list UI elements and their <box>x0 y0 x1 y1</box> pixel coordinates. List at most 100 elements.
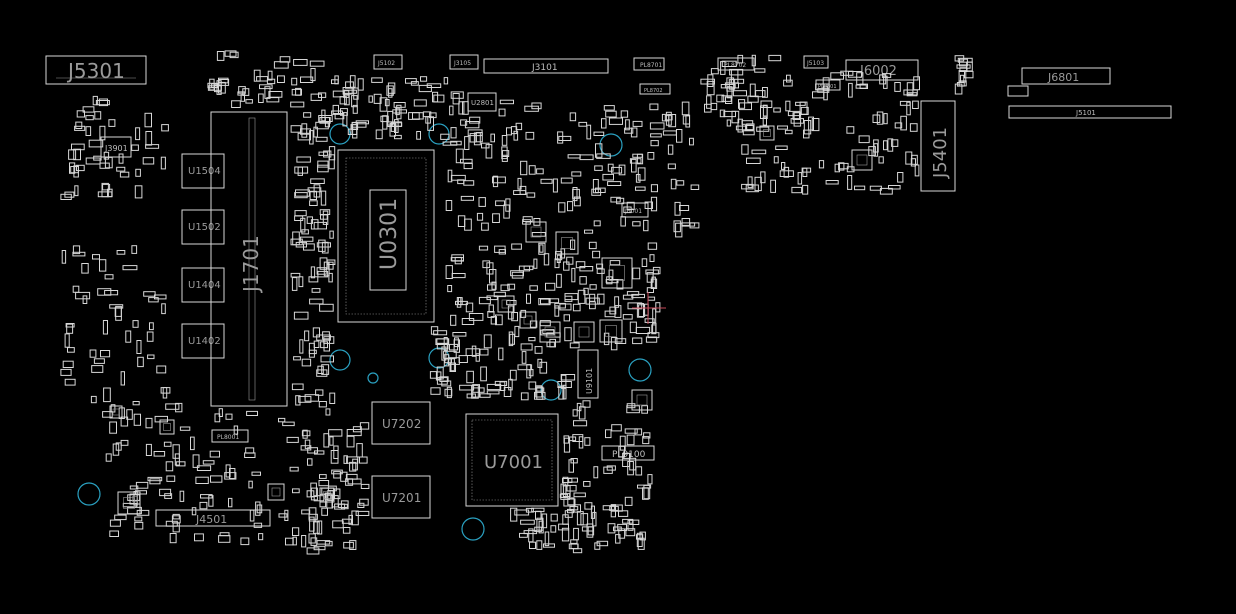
smd-component <box>294 215 304 221</box>
smd-component <box>485 144 493 159</box>
smd-component <box>349 75 356 88</box>
smd-component <box>846 166 855 173</box>
smd-component <box>558 202 566 213</box>
ic-package <box>601 257 633 289</box>
smd-component <box>505 198 511 212</box>
smd-component <box>148 297 159 303</box>
smd-component <box>308 276 319 283</box>
connector-j1701[interactable]: J1701 <box>210 111 288 407</box>
connector-j3101[interactable]: J3101 <box>483 58 609 74</box>
connector-j6001[interactable]: J6001 <box>621 202 649 218</box>
memory-chip-u1502[interactable]: U1502 <box>181 209 225 245</box>
smd-component <box>267 70 273 81</box>
connector-j4501[interactable]: J4501 <box>155 509 271 527</box>
smd-component <box>507 283 516 290</box>
smd-component <box>795 101 806 106</box>
smd-component <box>248 480 253 489</box>
connector-j6002[interactable]: J6002 <box>845 59 919 81</box>
smd-component <box>624 428 638 434</box>
inductor-pl8702b[interactable]: PL8702 <box>639 83 671 95</box>
smd-component <box>524 105 539 112</box>
connector-j3105[interactable]: J3105 <box>449 54 479 70</box>
smd-component <box>618 445 625 458</box>
smd-component <box>427 116 434 131</box>
smd-component <box>359 456 368 464</box>
smd-component <box>95 100 110 106</box>
smd-component <box>909 123 918 132</box>
smd-component <box>478 296 491 305</box>
smd-component <box>802 184 809 195</box>
smd-component <box>244 452 256 458</box>
mounting-hole <box>77 482 101 506</box>
cpu-u0301[interactable]: U0301 <box>337 149 435 323</box>
smd-component <box>797 172 803 185</box>
smd-component <box>133 413 141 426</box>
smd-component <box>528 337 536 342</box>
smd-component <box>379 97 388 112</box>
smd-component <box>593 131 605 137</box>
connector-j5101[interactable]: J5101 <box>1008 105 1172 119</box>
smd-component <box>847 175 853 190</box>
memory-chip-u1402[interactable]: U1402 <box>181 323 225 359</box>
smd-component <box>576 511 584 526</box>
smd-component <box>132 320 139 328</box>
inductor-pl8701[interactable]: PL8701 <box>633 57 665 71</box>
smd-component <box>732 90 748 97</box>
smd-component <box>308 533 316 544</box>
connector-j5301[interactable]: J5301 <box>45 55 147 85</box>
connector-j5401[interactable]: J5401 <box>920 100 956 192</box>
connector-j5102[interactable]: J5102 <box>373 54 403 70</box>
chip-u7202[interactable]: U7202 <box>371 401 431 445</box>
smd-component <box>589 301 596 310</box>
smd-component <box>818 160 825 169</box>
smd-component <box>455 148 464 164</box>
smd-component <box>466 393 476 399</box>
smd-component <box>611 166 623 174</box>
smd-component <box>307 447 319 454</box>
smd-component <box>116 166 126 172</box>
memory-chip-u1404[interactable]: U1404 <box>181 267 225 303</box>
smd-component <box>760 171 766 184</box>
smd-component <box>552 178 558 193</box>
gpu-u7001[interactable]: U7001 <box>465 413 559 507</box>
connector-j6801[interactable]: J6801 <box>1021 67 1111 85</box>
smd-component <box>301 123 308 138</box>
smd-component <box>73 148 81 161</box>
smd-component <box>75 121 83 129</box>
label-j5102: J5102 <box>377 60 395 67</box>
label-pl8702b: PL8702 <box>644 88 663 94</box>
smd-component <box>635 466 643 476</box>
connector-j5103[interactable]: J5103 <box>803 55 829 69</box>
inductor-pl9100[interactable]: PL9100 <box>601 445 655 461</box>
inductor-pl8001[interactable]: PL8001 <box>211 429 249 443</box>
memory-chip-u1504[interactable]: U1504 <box>181 153 225 189</box>
smd-component <box>478 197 486 207</box>
smd-component <box>278 417 286 423</box>
smd-component <box>588 241 597 250</box>
smd-component <box>224 472 237 480</box>
smd-component <box>348 514 353 525</box>
smd-component <box>630 127 638 138</box>
smd-component <box>725 96 733 104</box>
smd-component <box>566 256 574 265</box>
chip-u7201[interactable]: U7201 <box>371 475 431 519</box>
smd-component <box>209 450 220 458</box>
smd-component <box>670 178 677 190</box>
ic-package <box>319 487 335 503</box>
smd-component <box>279 56 291 63</box>
smd-component <box>451 254 464 262</box>
smd-component <box>255 501 261 516</box>
smd-component <box>313 521 320 534</box>
chip-u9101[interactable]: U9101 <box>577 349 599 399</box>
smd-component <box>651 276 656 289</box>
smd-component <box>647 242 658 250</box>
smd-component <box>322 210 329 225</box>
smd-component <box>309 516 315 532</box>
smd-component <box>464 121 480 129</box>
smd-component <box>899 100 911 106</box>
smd-component <box>581 526 594 532</box>
smd-component <box>447 285 453 293</box>
smd-component <box>539 361 548 374</box>
label-u0301: U0301 <box>377 198 402 270</box>
smd-component <box>605 429 612 439</box>
